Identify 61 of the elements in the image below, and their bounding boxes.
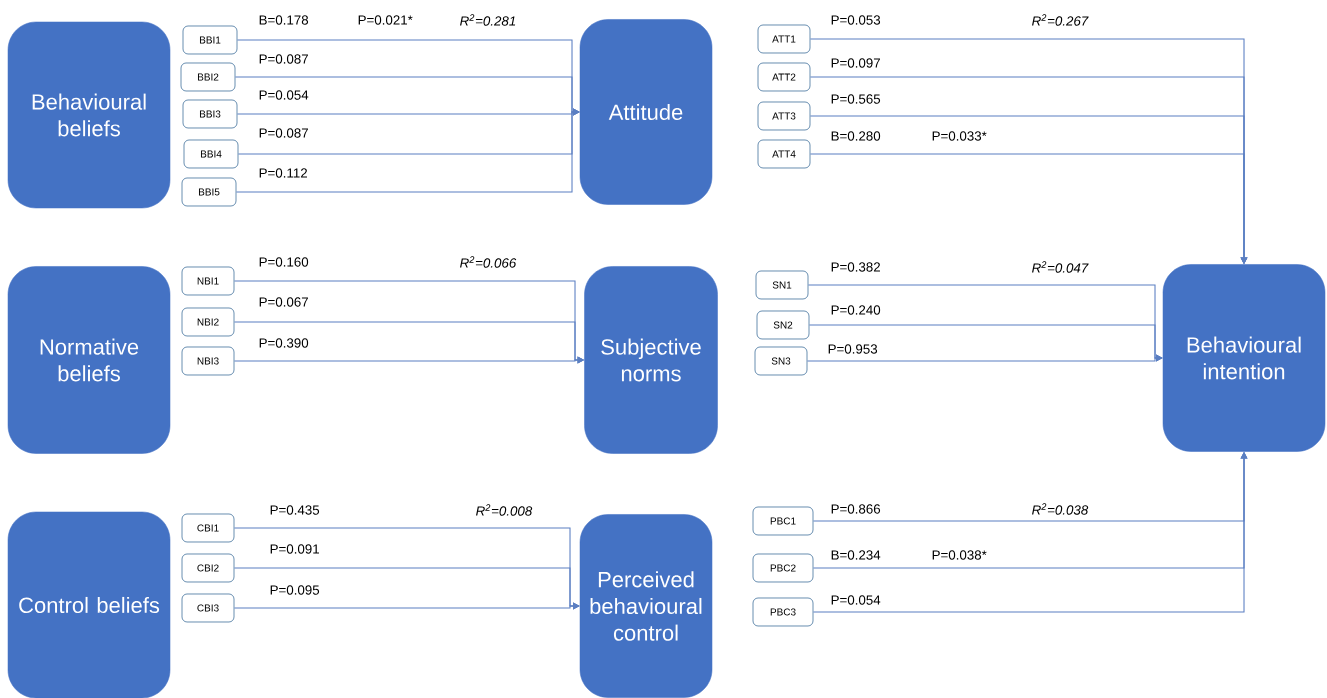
construct-box: Behavioural intention: [1162, 264, 1326, 452]
item-box: ATT4: [757, 139, 811, 169]
edge-label: P=0.033*: [930, 129, 989, 143]
edge-label: P=0.054: [829, 593, 882, 607]
construct-box: Subjective norms: [584, 266, 718, 454]
item-box: PBC2: [752, 553, 814, 583]
edge-label: P=0.067: [257, 295, 310, 309]
item-box: SN2: [756, 310, 810, 340]
edge-label: P=0.087: [257, 52, 310, 66]
edge-label: P=0.087: [257, 126, 310, 140]
construct-box: Attitude: [579, 19, 713, 205]
item-box: BBI1: [182, 25, 238, 55]
statistic-label: R$^{2}$=0.281: [460, 14, 516, 26]
item-box: CBI3: [181, 593, 235, 623]
statistic-label: R$^{2}$=0.038: [1032, 503, 1089, 515]
item-box: SN3: [754, 346, 808, 376]
item-box: BBI5: [181, 177, 237, 207]
item-box: CBI2: [181, 553, 235, 583]
statistic-label: R$^{2}$=0.008: [476, 504, 533, 516]
arrow: [233, 602, 580, 610]
construct-box: Control beliefs: [7, 511, 171, 698]
edge-label: P=0.390: [257, 336, 310, 350]
arrow: [235, 108, 580, 193]
edge-label: P=0.565: [829, 92, 882, 106]
edge-label: P=0.112: [257, 166, 309, 180]
item-box: PBC1: [752, 506, 814, 536]
edge-label: P=0.953: [826, 342, 879, 356]
edge-label: P=0.097: [829, 56, 882, 70]
edge-label: P=0.053: [829, 13, 882, 27]
construct-box: Perceived behavioural control: [579, 514, 713, 698]
item-box: NBI3: [181, 346, 235, 376]
item-box: BBI2: [180, 62, 236, 92]
statistic-label: B=0.280: [831, 131, 881, 141]
item-box: BBI3: [182, 99, 238, 129]
item-box: CBI1: [181, 513, 235, 543]
item-box: ATT1: [757, 24, 811, 54]
edge-label: P=0.240: [829, 303, 882, 317]
item-box: NBI2: [181, 307, 235, 337]
construct-box: Normative beliefs: [7, 266, 171, 454]
edge-label: P=0.435: [268, 503, 321, 517]
edge-label: P=0.091: [268, 542, 321, 556]
item-box: PBC3: [752, 597, 814, 627]
statistic-label: B=0.234: [831, 550, 881, 560]
item-box: SN1: [755, 270, 809, 300]
statistic-label: B=0.178: [259, 15, 309, 25]
statistic-label: R$^{2}$=0.066: [460, 256, 517, 268]
statistic-label: R$^{2}$=0.267: [1032, 14, 1089, 26]
statistic-label: R$^{2}$=0.047: [1032, 261, 1089, 273]
edge-label: P=0.095: [268, 583, 321, 597]
edge-label: P=0.160: [257, 255, 310, 269]
edge-label: P=0.021*: [356, 13, 415, 27]
construct-box: Behavioural beliefs: [7, 21, 171, 209]
arrow: [806, 354, 1163, 362]
edge-label: P=0.038*: [930, 548, 989, 562]
edge-label: P=0.382: [829, 260, 882, 274]
item-box: ATT3: [757, 101, 811, 131]
item-box: BBI4: [183, 139, 239, 169]
item-box: NBI1: [181, 266, 235, 296]
item-box: ATT2: [757, 62, 811, 92]
edge-label: P=0.866: [829, 502, 882, 516]
edge-label: P=0.054: [257, 88, 310, 102]
